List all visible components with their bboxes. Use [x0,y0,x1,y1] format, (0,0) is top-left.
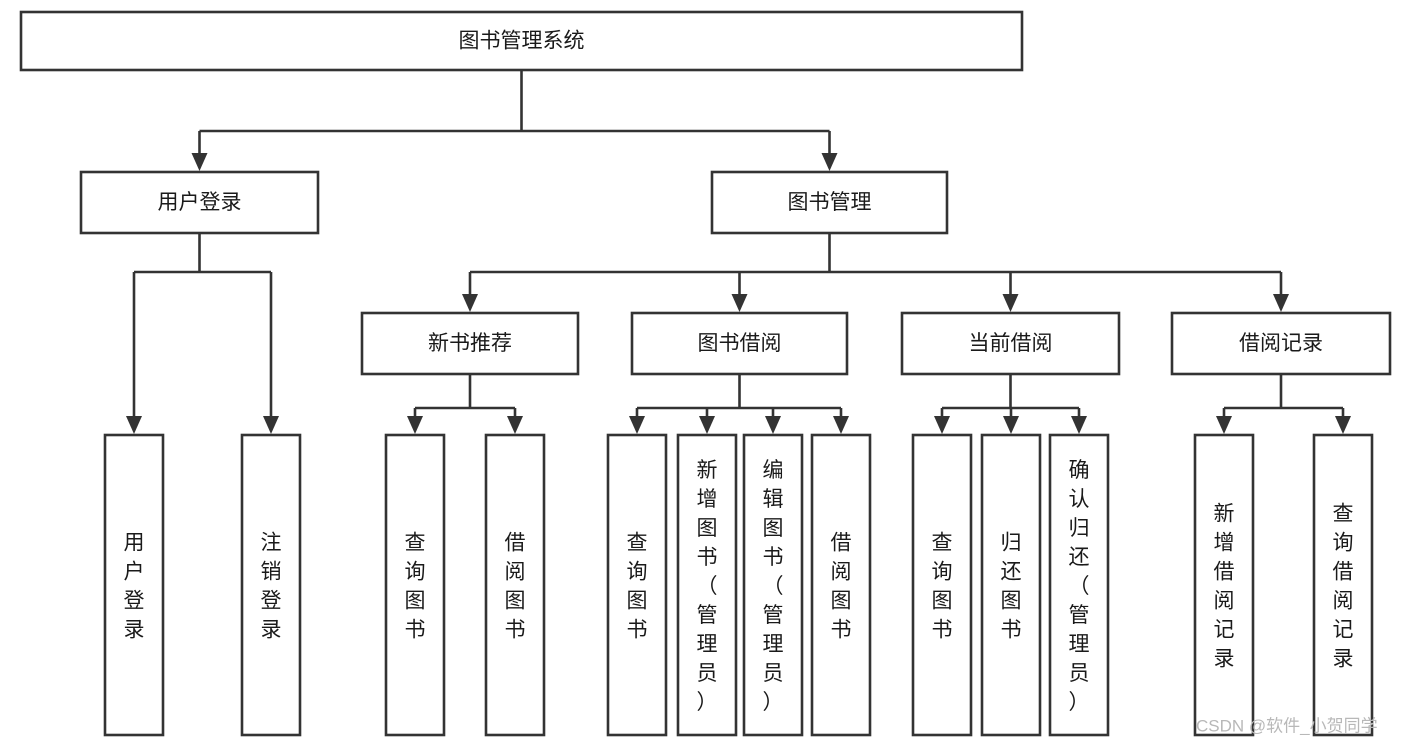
node-book-borrow[interactable]: 图书借阅 [630,311,849,376]
connector-group [126,233,279,434]
node-label: 当前借阅 [969,332,1053,355]
connector-group [407,374,523,434]
node-box[interactable] [1193,433,1255,737]
node-label: 借阅记录 [1239,332,1323,355]
connector-group [934,374,1087,434]
node-box[interactable] [79,170,320,235]
node-leaf-rec-add[interactable]: 新增借阅记录 [1193,433,1255,737]
node-leaf-cur-return[interactable]: 归还图书 [980,433,1042,737]
node-box[interactable] [630,311,849,376]
connector-group [1216,374,1351,434]
node-label: 新增借阅记录 [1214,503,1235,671]
node-box[interactable] [484,433,546,737]
node-leaf-rec-query[interactable]: 查询图书 [384,433,446,737]
node-label: 查询图书 [932,532,953,642]
node-book-manage[interactable]: 图书管理 [710,170,949,235]
node-label: 编辑图书（管理员） [763,459,784,714]
node-box[interactable] [710,170,949,235]
node-box[interactable] [1170,311,1392,376]
node-leaf-borrow-add[interactable]: 新增图书（管理员） [676,433,738,737]
node-leaf-rec-borrow[interactable]: 借阅图书 [484,433,546,737]
node-label: 新增图书（管理员） [697,459,718,714]
connector-group [191,70,838,171]
node-root[interactable]: 图书管理系统 [19,10,1024,72]
node-leaf-borrow-edit[interactable]: 编辑图书（管理员） [742,433,804,737]
node-label: 查询借阅记录 [1333,503,1354,671]
node-label: 新书推荐 [428,332,512,355]
csdn-watermark: CSDN @软件_小贺同学 [1196,716,1378,735]
node-label: 确认归还（管理员） [1069,459,1090,714]
connector-group [462,233,1289,312]
node-label: 图书管理系统 [459,30,585,53]
node-box[interactable] [911,433,973,737]
node-box[interactable] [810,433,872,737]
node-box[interactable] [240,433,302,737]
connector-layer [126,70,1351,434]
node-label: 注销登录 [261,532,282,642]
node-box[interactable] [980,433,1042,737]
node-leaf-user-login[interactable]: 用户登录 [103,433,165,737]
node-box[interactable] [1312,433,1374,737]
node-label: 用户登录 [124,532,145,642]
node-box[interactable] [742,433,804,737]
node-label: 图书管理 [788,191,872,214]
node-box[interactable] [19,10,1024,72]
node-box[interactable] [384,433,446,737]
node-leaf-cur-confirm[interactable]: 确认归还（管理员） [1048,433,1110,737]
node-label: 用户登录 [158,191,242,214]
node-leaf-borrow-query[interactable]: 查询图书 [606,433,668,737]
node-label: 查询图书 [405,532,426,642]
node-box[interactable] [103,433,165,737]
node-layer: 图书管理系统用户登录图书管理新书推荐图书借阅当前借阅借阅记录用户登录注销登录查询… [19,10,1392,737]
node-label: 借阅图书 [831,532,852,642]
node-label: 归还图书 [1001,532,1022,642]
node-label: 查询图书 [627,532,648,642]
node-user-login[interactable]: 用户登录 [79,170,320,235]
connector-group [629,374,849,434]
node-leaf-borrow-lend[interactable]: 借阅图书 [810,433,872,737]
node-box[interactable] [676,433,738,737]
node-box[interactable] [360,311,580,376]
node-borrow-record[interactable]: 借阅记录 [1170,311,1392,376]
node-leaf-rec-query2[interactable]: 查询借阅记录 [1312,433,1374,737]
node-label: 图书借阅 [698,332,782,355]
node-label: 借阅图书 [505,532,526,642]
node-leaf-cur-query[interactable]: 查询图书 [911,433,973,737]
node-leaf-logout[interactable]: 注销登录 [240,433,302,737]
node-new-book-rec[interactable]: 新书推荐 [360,311,580,376]
node-box[interactable] [900,311,1121,376]
node-current-borrow[interactable]: 当前借阅 [900,311,1121,376]
node-box[interactable] [1048,433,1110,737]
node-box[interactable] [606,433,668,737]
